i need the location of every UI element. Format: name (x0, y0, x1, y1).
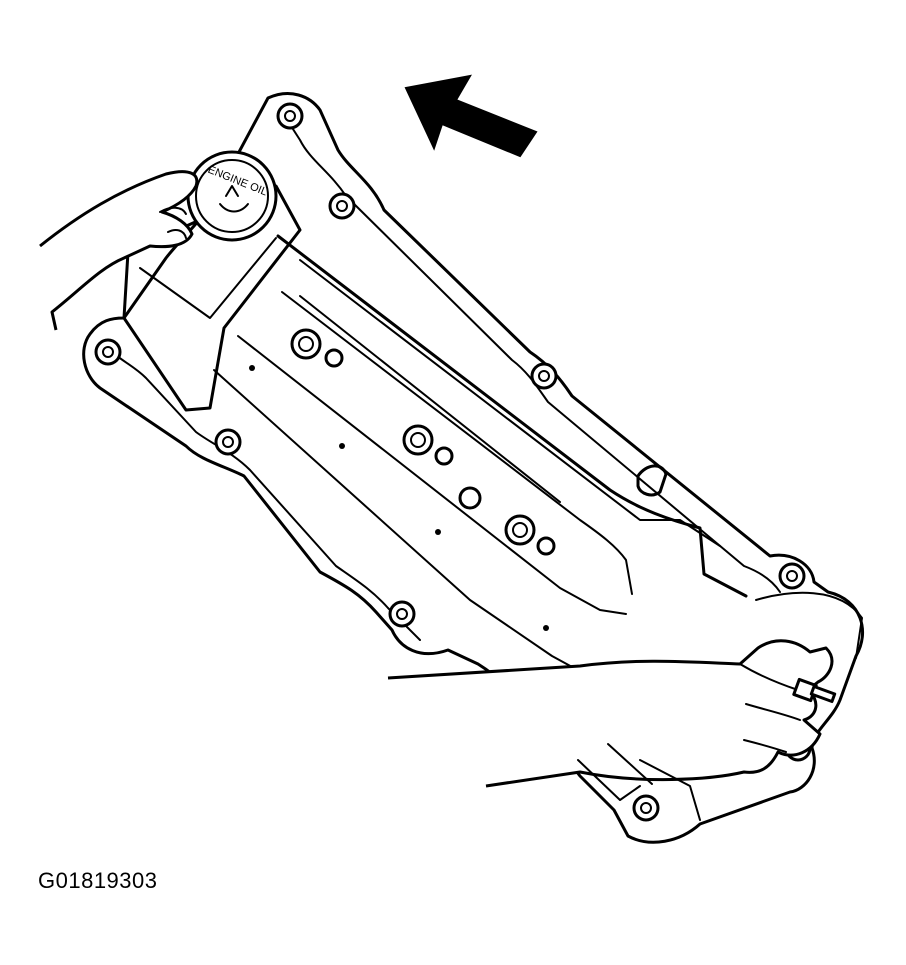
cover-flange-outline (82, 92, 865, 844)
cover-ridge-mid (281, 291, 633, 595)
bolt (778, 562, 806, 590)
cover-ridge-lower (237, 335, 627, 615)
bolt (94, 338, 122, 366)
oil-filler-cap: ENGINE OIL (186, 150, 278, 242)
bolt (214, 428, 242, 456)
rear-stud (792, 677, 837, 704)
figure-code: G01819303 (38, 868, 158, 893)
center-bolts (249, 328, 556, 631)
cover-block-edge (139, 237, 277, 319)
cover-side-edge (213, 369, 575, 669)
bolt (632, 794, 660, 822)
bolt (388, 600, 416, 628)
bolt (328, 192, 356, 220)
hose-clip (636, 464, 668, 497)
bolt (276, 102, 304, 130)
cover-top-flat (299, 259, 721, 547)
cover-rear-corner (577, 743, 701, 821)
cover-raised-block (122, 184, 302, 412)
cover-ridge-upper (276, 234, 748, 598)
left-hand-fingers (159, 206, 187, 239)
arrow-up-left-icon (404, 74, 538, 158)
bolt (530, 362, 558, 390)
right-hand (387, 639, 834, 788)
right-hand-fingers (739, 591, 863, 753)
